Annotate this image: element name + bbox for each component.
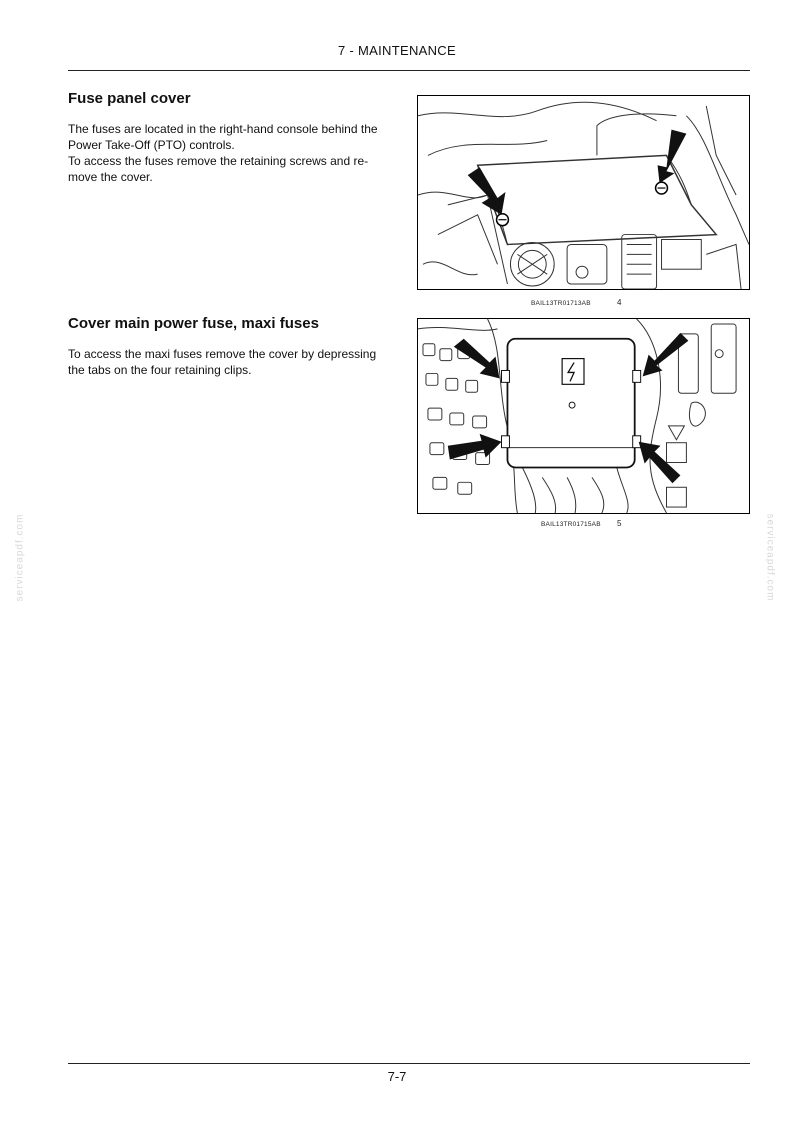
arrow-icon: [642, 332, 689, 377]
paragraph-line: The fuses are located in the right-hand …: [68, 122, 378, 136]
paragraph-line: the tabs on the four retaining clips.: [68, 363, 252, 377]
arrow-icon: [657, 129, 687, 184]
header-rule: [68, 70, 750, 71]
figure-maxi-fuse-cover: [417, 318, 750, 514]
figure-number: 4: [617, 298, 622, 307]
section-heading-fuse-panel-cover: Fuse panel cover: [68, 90, 191, 107]
paragraph-line: To access the fuses remove the retaining…: [68, 154, 369, 168]
watermark-left: serviceapdf.com: [14, 513, 26, 602]
chapter-title: 7 - MAINTENANCE: [338, 43, 456, 58]
figure-caption-code: BAIL13TR01715AB: [541, 521, 601, 528]
figure-fuse-panel-cover: [417, 95, 750, 290]
paragraph-line: Power Take-Off (PTO) controls.: [68, 138, 235, 152]
fuse-panel-illustration: [418, 101, 749, 289]
watermark-right: serviceapdf.com: [764, 513, 776, 602]
maxi-fuse-illustration: [418, 319, 737, 513]
footer-rule: [68, 1063, 750, 1064]
section-heading-maxi-fuses: Cover main power fuse, maxi fuses: [68, 315, 319, 332]
figure-caption-code: BAIL13TR01713AB: [531, 300, 591, 307]
paragraph-line: move the cover.: [68, 170, 153, 184]
arrow-icon: [467, 167, 506, 215]
paragraph-line: To access the maxi fuses remove the cove…: [68, 347, 377, 361]
section-paragraph-maxi-fuses: To access the maxi fuses remove the cove…: [68, 346, 404, 378]
arrow-icon: [453, 338, 500, 379]
arrow-icon: [638, 441, 681, 484]
figure-number: 5: [617, 519, 622, 528]
page-number: 7-7: [387, 1069, 407, 1084]
section-paragraph-fuse-panel-cover: The fuses are located in the right-hand …: [68, 121, 404, 185]
arrow-icon: [447, 433, 502, 460]
